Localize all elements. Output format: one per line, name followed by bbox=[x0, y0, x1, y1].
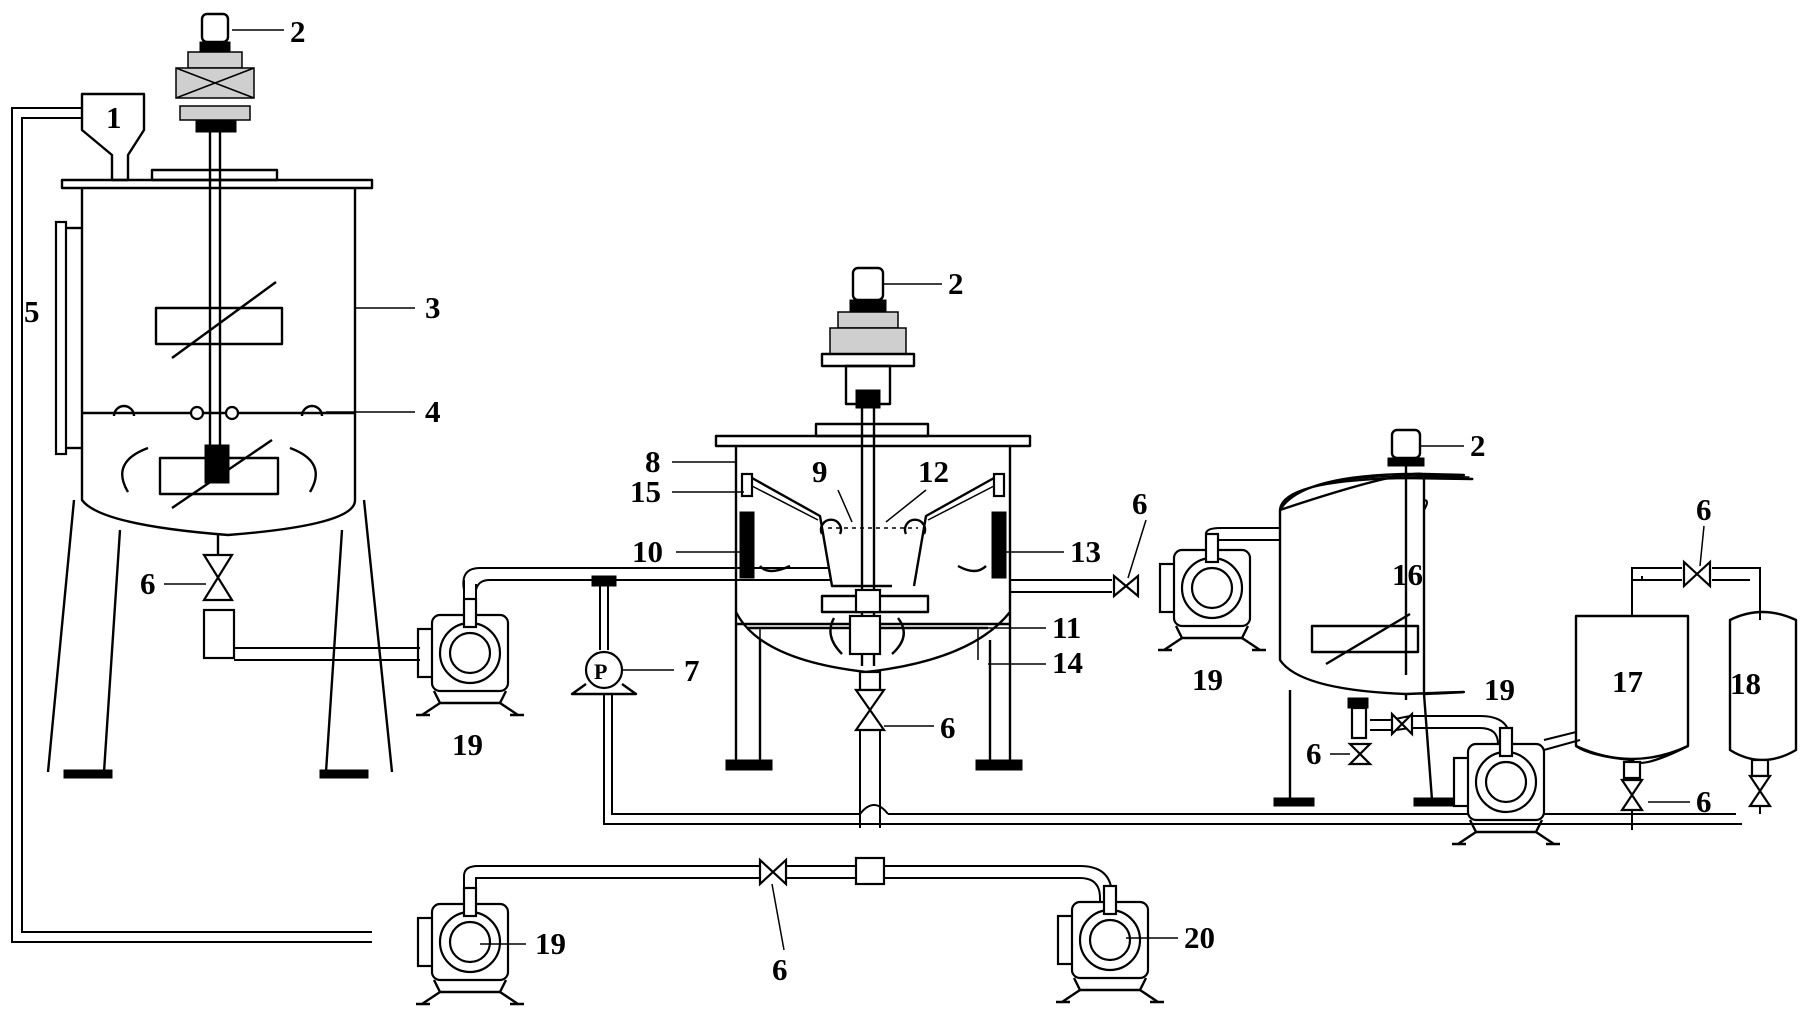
mixing-tank-3 bbox=[46, 12, 394, 779]
label-2: 2 bbox=[290, 14, 306, 49]
pump-p-letter: P bbox=[594, 659, 607, 684]
label-19-c: 19 bbox=[1484, 672, 1515, 707]
label-3: 3 bbox=[425, 290, 441, 325]
level-gauge-5 bbox=[54, 220, 82, 456]
label-2-b: 2 bbox=[948, 266, 964, 301]
label-6-d: 6 bbox=[1306, 736, 1322, 771]
pump-19-c bbox=[1450, 726, 1562, 846]
label-12: 12 bbox=[918, 454, 949, 489]
tank-18 bbox=[1728, 576, 1798, 814]
label-15: 15 bbox=[630, 474, 661, 509]
pump-19-a bbox=[414, 597, 526, 717]
label-8: 8 bbox=[645, 444, 661, 479]
label-5: 5 bbox=[24, 294, 40, 329]
tank-17 bbox=[1574, 576, 1690, 830]
vacuum-pump-20 bbox=[1054, 884, 1166, 1004]
reactor-8 bbox=[714, 266, 1032, 828]
feed-hopper-1 bbox=[80, 92, 146, 182]
label-20: 20 bbox=[1184, 920, 1215, 955]
label-18: 18 bbox=[1730, 666, 1761, 701]
label-9: 9 bbox=[812, 454, 828, 489]
label-13: 13 bbox=[1070, 534, 1101, 569]
label-6-c: 6 bbox=[1132, 486, 1148, 521]
label-14: 14 bbox=[1052, 645, 1083, 680]
pump-19-b bbox=[1156, 532, 1268, 652]
label-2-c: 2 bbox=[1470, 428, 1486, 463]
label-6-g: 6 bbox=[772, 952, 788, 987]
label-6-b: 6 bbox=[940, 710, 956, 745]
label-1: 1 bbox=[106, 100, 122, 135]
label-7: 7 bbox=[684, 653, 700, 688]
label-4: 4 bbox=[425, 394, 441, 429]
circulation-pump-7: P bbox=[570, 575, 674, 696]
label-6-f: 6 bbox=[1696, 492, 1712, 527]
tank-16 bbox=[1273, 428, 1474, 807]
label-6-e: 6 bbox=[1696, 784, 1712, 819]
label-19-d: 19 bbox=[535, 926, 566, 961]
label-17: 17 bbox=[1612, 664, 1643, 699]
label-19-a: 19 bbox=[452, 727, 483, 762]
motor-icon bbox=[175, 12, 255, 133]
label-11: 11 bbox=[1052, 610, 1081, 645]
label-16: 16 bbox=[1392, 557, 1423, 592]
label-6: 6 bbox=[140, 566, 156, 601]
label-10: 10 bbox=[632, 534, 663, 569]
pump-19-d bbox=[414, 886, 526, 1006]
label-19-b: 19 bbox=[1192, 662, 1223, 697]
